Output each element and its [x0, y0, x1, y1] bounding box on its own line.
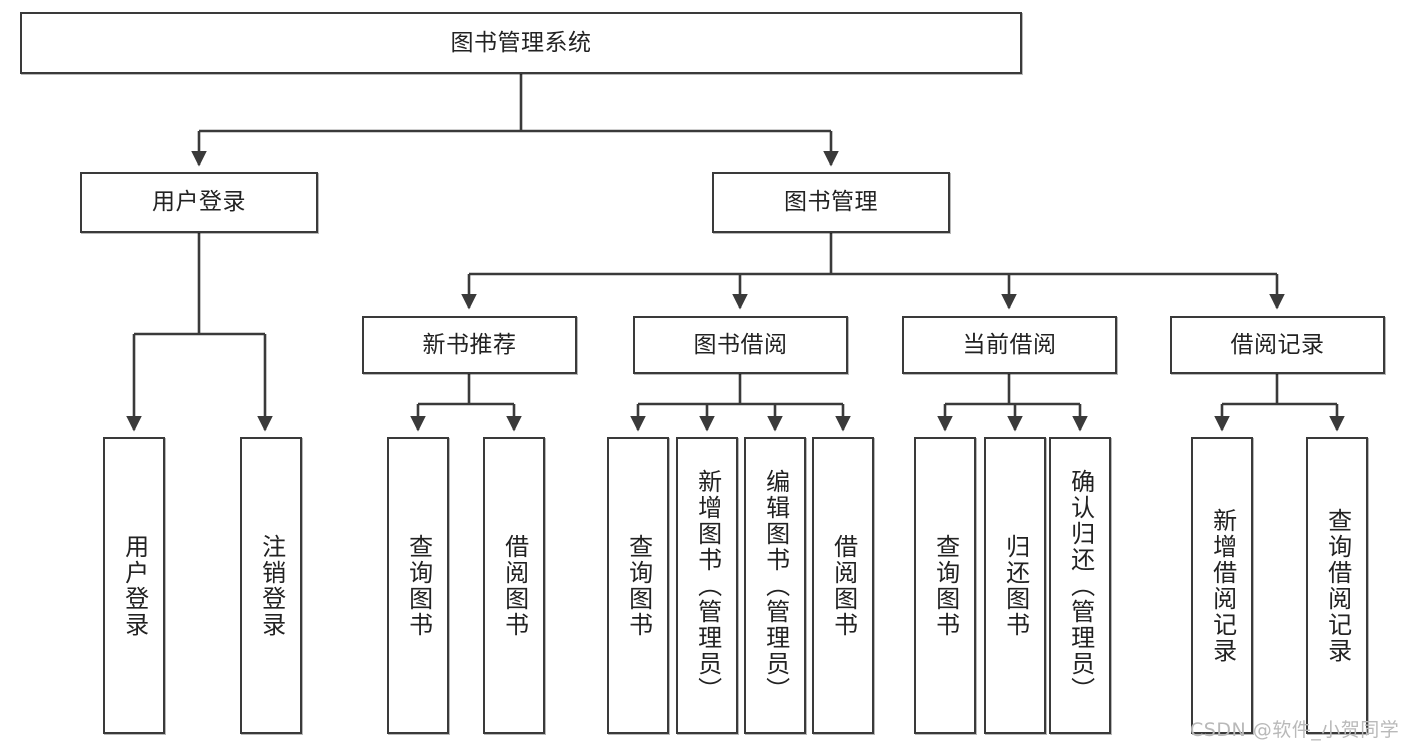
leaf-query-book-3[interactable]: 查询图书 [914, 437, 976, 734]
leaf-query-record-label: 查询借阅记录 [1323, 507, 1352, 664]
leaf-query-book-3-label: 查询图书 [931, 533, 960, 638]
leaf-borrow-book-1[interactable]: 借阅图书 [483, 437, 545, 734]
leaf-add-record[interactable]: 新增借阅记录 [1191, 437, 1253, 734]
leaf-edit-book-label: 编辑图书（管理员） [761, 468, 790, 703]
leaf-edit-book[interactable]: 编辑图书（管理员） [744, 437, 806, 734]
leaf-user-login[interactable]: 用户登录 [103, 437, 165, 734]
node-current-borrow[interactable]: 当前借阅 [902, 316, 1117, 374]
leaf-logout-label: 注销登录 [257, 533, 286, 638]
node-book-manage[interactable]: 图书管理 [712, 172, 950, 233]
leaf-confirm-return-label: 确认归还（管理员） [1066, 468, 1095, 703]
leaf-add-book[interactable]: 新增图书（管理员） [676, 437, 738, 734]
leaf-return-book-label: 归还图书 [1001, 533, 1030, 638]
leaf-borrow-book-2-label: 借阅图书 [829, 533, 858, 638]
node-user-login[interactable]: 用户登录 [80, 172, 318, 233]
node-root[interactable]: 图书管理系统 [20, 12, 1022, 74]
node-current-borrow-label: 当前借阅 [962, 331, 1057, 358]
csdn-watermark: CSDN @软件_小贺同学 [1190, 719, 1400, 741]
node-book-borrow[interactable]: 图书借阅 [633, 316, 848, 374]
leaf-confirm-return[interactable]: 确认归还（管理员） [1049, 437, 1111, 734]
node-new-book-recommend[interactable]: 新书推荐 [362, 316, 577, 374]
leaf-query-book-1-label: 查询图书 [404, 533, 433, 638]
leaf-add-book-label: 新增图书（管理员） [693, 468, 722, 703]
leaf-add-record-label: 新增借阅记录 [1208, 507, 1237, 664]
leaf-borrow-book-2[interactable]: 借阅图书 [812, 437, 874, 734]
leaf-query-record[interactable]: 查询借阅记录 [1306, 437, 1368, 734]
leaf-return-book[interactable]: 归还图书 [984, 437, 1046, 734]
leaf-query-book-2[interactable]: 查询图书 [607, 437, 669, 734]
node-book-manage-label: 图书管理 [784, 189, 878, 215]
leaf-borrow-book-1-label: 借阅图书 [500, 533, 529, 638]
leaf-user-login-label: 用户登录 [120, 533, 149, 638]
leaf-logout[interactable]: 注销登录 [240, 437, 302, 734]
leaf-query-book-1[interactable]: 查询图书 [387, 437, 449, 734]
node-book-borrow-label: 图书借阅 [693, 331, 788, 358]
node-root-label: 图书管理系统 [450, 29, 592, 56]
node-borrow-record[interactable]: 借阅记录 [1170, 316, 1385, 374]
node-new-book-recommend-label: 新书推荐 [422, 331, 517, 358]
node-user-login-label: 用户登录 [152, 189, 246, 215]
leaf-query-book-2-label: 查询图书 [624, 533, 653, 638]
node-borrow-record-label: 借阅记录 [1230, 331, 1325, 358]
